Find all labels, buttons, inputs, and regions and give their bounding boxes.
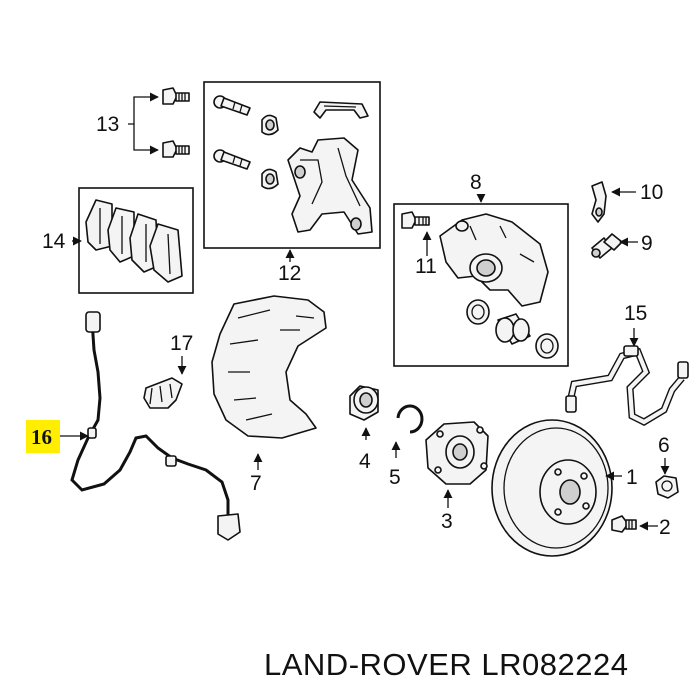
caliper-bolt[interactable] bbox=[401, 211, 430, 229]
bracket-kit-box bbox=[203, 81, 381, 249]
callout-1-label: 1 bbox=[626, 466, 638, 489]
callout-8-label: 8 bbox=[470, 171, 482, 194]
callout-8-group: 8 11 bbox=[393, 171, 569, 367]
bolt-lower[interactable] bbox=[162, 140, 190, 158]
disc-retaining-screw[interactable] bbox=[611, 515, 637, 533]
hose-bracket-clip[interactable] bbox=[591, 181, 607, 223]
piston[interactable] bbox=[495, 313, 531, 345]
callout-1-group: 1 bbox=[491, 419, 638, 557]
callout-6-group: 6 bbox=[655, 434, 679, 499]
dust-boot[interactable] bbox=[535, 333, 559, 359]
brake-hose[interactable] bbox=[565, 345, 689, 426]
piston-seal[interactable] bbox=[466, 299, 490, 325]
brake-pad-4[interactable] bbox=[149, 223, 183, 283]
sensor-head[interactable] bbox=[217, 513, 241, 541]
caliper-bracket[interactable] bbox=[287, 137, 373, 235]
callout-17-group: 17 bbox=[143, 332, 193, 409]
wheel-bearing[interactable] bbox=[349, 385, 379, 421]
bolt-upper[interactable] bbox=[162, 87, 190, 105]
callout-7-label: 7 bbox=[250, 472, 262, 495]
callout-16-group: 16 bbox=[26, 311, 241, 541]
callout-16-highlight bbox=[26, 420, 60, 453]
callout-5-group: 5 bbox=[389, 404, 424, 489]
boot-lower[interactable] bbox=[261, 168, 279, 190]
callout-17-label: 17 bbox=[170, 332, 193, 355]
brake-caliper[interactable] bbox=[439, 213, 549, 307]
caliper-box bbox=[393, 203, 569, 367]
callout-13-leader-bottom bbox=[133, 124, 159, 155]
snap-ring[interactable] bbox=[396, 404, 424, 434]
callout-15-label: 15 bbox=[624, 302, 647, 325]
callout-9-label: 9 bbox=[641, 232, 653, 255]
callout-12-label: 12 bbox=[278, 262, 301, 285]
callout-14-group: 14 bbox=[42, 187, 194, 294]
dust-shield[interactable] bbox=[211, 295, 327, 439]
callout-2-label: 2 bbox=[659, 516, 671, 539]
callout-5-label: 5 bbox=[389, 466, 401, 489]
callout-6-label: 6 bbox=[658, 434, 670, 457]
brake-disc[interactable] bbox=[491, 419, 613, 557]
part-number-footer: LAND-ROVER LR082224 bbox=[264, 647, 628, 682]
callout-2-group: 2 bbox=[611, 515, 671, 539]
boot-upper[interactable] bbox=[261, 114, 279, 136]
callout-14-label: 14 bbox=[42, 230, 66, 253]
bleeder-screw[interactable] bbox=[591, 233, 623, 259]
callout-7-group: 7 bbox=[211, 295, 327, 495]
sensor-bracket[interactable] bbox=[143, 377, 183, 409]
guide-pin-upper[interactable] bbox=[213, 95, 251, 116]
callout-15-group: 15 bbox=[565, 302, 689, 426]
callout-10-label: 10 bbox=[640, 181, 663, 204]
callout-4-label: 4 bbox=[359, 450, 371, 473]
dust-cap[interactable] bbox=[655, 475, 679, 499]
callout-9-group: 9 bbox=[591, 232, 653, 259]
callout-11-label: 11 bbox=[415, 255, 437, 278]
abs-sensor-cable[interactable] bbox=[70, 311, 241, 541]
callout-4-group: 4 bbox=[349, 385, 379, 473]
callout-13-leader-top bbox=[128, 92, 159, 125]
wheel-hub[interactable] bbox=[425, 421, 489, 485]
callout-10-group: 10 bbox=[591, 181, 663, 223]
guide-pin-lower[interactable] bbox=[213, 149, 251, 170]
callout-12-group: 12 bbox=[203, 81, 381, 285]
callout-16-label: 16 bbox=[31, 425, 52, 449]
callout-3-label: 3 bbox=[441, 510, 453, 533]
callout-13-group: 13 bbox=[96, 87, 190, 158]
sensor-connector[interactable] bbox=[85, 311, 101, 333]
anti-rattle-clip[interactable] bbox=[313, 101, 369, 119]
callout-13-label: 13 bbox=[96, 113, 119, 136]
callout-3-group: 3 bbox=[425, 421, 489, 533]
brake-pad-1[interactable] bbox=[85, 199, 113, 251]
